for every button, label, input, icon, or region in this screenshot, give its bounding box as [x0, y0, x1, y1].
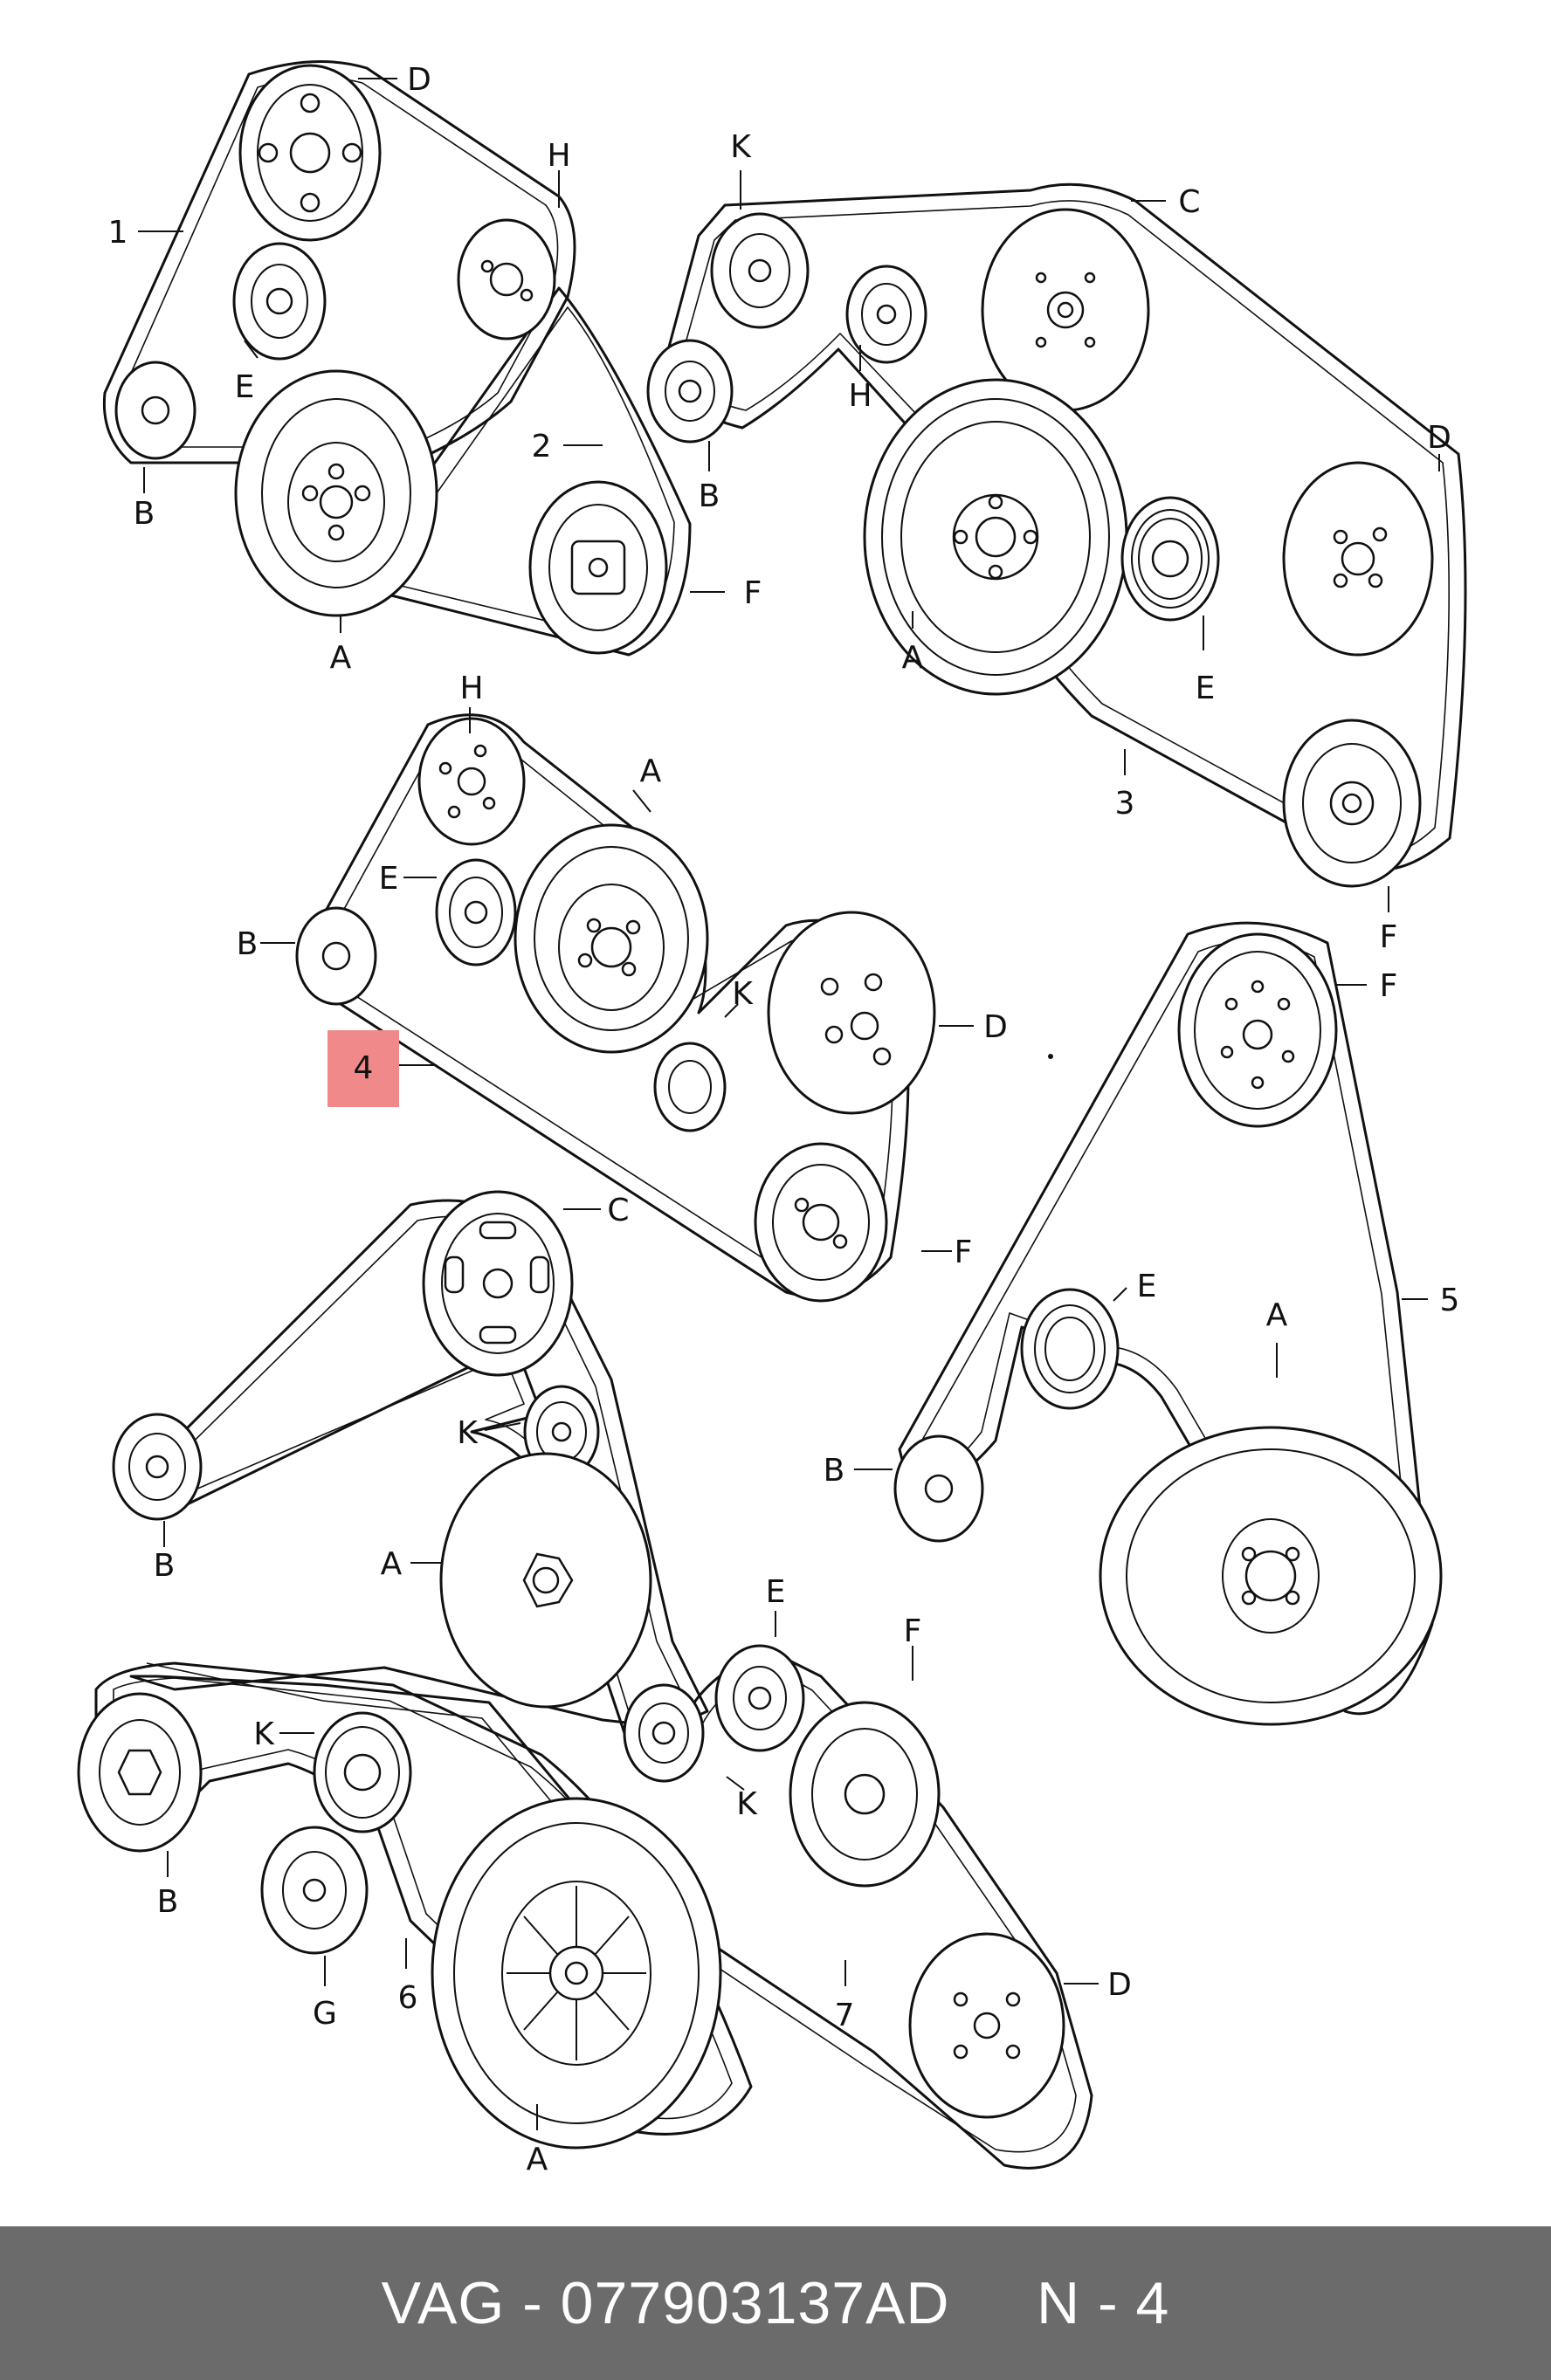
label-b: B: [237, 926, 258, 962]
pulley-f: [1282, 719, 1422, 888]
label-a: A: [902, 640, 924, 676]
label-belt-6: 6: [398, 1980, 418, 2016]
pulley-b: [112, 1413, 203, 1521]
label-b: B: [157, 1884, 179, 1920]
label-c: C: [1178, 184, 1200, 220]
label-f: F: [1380, 919, 1398, 955]
pulley-d: [1282, 461, 1434, 657]
label-a: A: [527, 2142, 548, 2177]
label-a: A: [640, 753, 662, 789]
label-k: K: [736, 1786, 758, 1822]
pulley-k: [710, 212, 810, 329]
pulley-f: [754, 1142, 888, 1303]
highlight-badge: [327, 1030, 399, 1107]
label-k: K: [732, 976, 754, 1012]
label-f: F: [744, 575, 762, 611]
label-belt-7: 7: [835, 1998, 855, 2033]
pulley-f: [1177, 932, 1338, 1128]
pulley-e: [1020, 1288, 1120, 1410]
label-e: E: [1137, 1269, 1157, 1304]
footer-bar: VAG - 077903137AD N - 4: [0, 2226, 1551, 2380]
pulley-d: [238, 64, 382, 242]
pulley-c: [981, 208, 1150, 412]
belt-upper-outline: [129, 1199, 709, 1748]
pulley-e: [435, 858, 517, 966]
belt-1-outline: [102, 59, 576, 464]
label-a: A: [1266, 1297, 1288, 1333]
pulley-f: [789, 1701, 941, 1888]
separator: -: [505, 2270, 561, 2336]
belt-2-outline: [365, 286, 692, 657]
label-k: K: [730, 129, 752, 165]
label-f: F: [1380, 968, 1398, 1004]
position-label: N - 4: [1036, 2270, 1170, 2336]
pulley-e: [232, 242, 327, 361]
belt-3-inner: [679, 200, 1450, 855]
stray-dot: [1048, 1054, 1053, 1059]
label-b: B: [134, 496, 155, 532]
label-k: K: [457, 1415, 479, 1451]
label-d: D: [407, 62, 431, 98]
pulley-a: [234, 369, 438, 617]
label-b: B: [824, 1453, 845, 1489]
pulley-k: [653, 1042, 727, 1132]
footer-text: VAG - 077903137AD N - 4: [382, 2269, 1170, 2337]
label-e: E: [235, 369, 255, 405]
pulley-k: [623, 1683, 705, 1783]
pulley-h: [417, 717, 526, 846]
pulley-b: [114, 361, 196, 460]
label-e: E: [1196, 671, 1216, 706]
brand: VAG: [381, 2270, 506, 2336]
label-e: E: [379, 861, 399, 897]
label-c: C: [607, 1193, 629, 1228]
label-e: E: [766, 1574, 786, 1610]
label-d: D: [983, 1009, 1008, 1045]
label-belt-1: 1: [108, 215, 128, 251]
pulley-d: [908, 1932, 1065, 2119]
label-b: B: [699, 478, 720, 514]
label-d: D: [1107, 1967, 1132, 2003]
label-belt-5: 5: [1440, 1283, 1460, 1318]
pulley-g: [260, 1826, 369, 1955]
pulley-d: [767, 911, 936, 1115]
label-f: F: [904, 1613, 922, 1649]
pulley-a: [431, 1797, 722, 2150]
pulley-a: [1099, 1426, 1443, 1726]
label-h: H: [547, 138, 570, 174]
label-h: H: [848, 378, 872, 414]
label-g: G: [313, 1996, 337, 2032]
layout-6-7: C K B A E F K K B G 6 7 D A: [77, 1190, 1132, 2177]
pulley-a: [514, 823, 709, 1054]
belt-routing-diagram: 1 D H E B 2 F A: [77, 59, 1467, 2177]
label-d: D: [1427, 420, 1451, 456]
layout-1: 1 D H E B 2 F A: [102, 59, 762, 676]
label-a: A: [381, 1546, 403, 1582]
pulley-b: [77, 1692, 203, 1853]
label-b: B: [154, 1548, 176, 1584]
pulley-h: [845, 265, 927, 364]
layout-5: F E 5 A B: [824, 921, 1460, 1726]
pulley-f: [528, 480, 668, 655]
pulley-c: [422, 1190, 574, 1377]
layout-4: H A E B K D F 4: [237, 671, 1053, 1303]
pulley-a: [439, 1452, 652, 1709]
label-a: A: [330, 640, 352, 676]
pulley-b: [295, 906, 377, 1006]
label-belt-3: 3: [1115, 786, 1135, 822]
pulley-b: [646, 339, 734, 444]
pulley-a: [863, 378, 1128, 696]
pulley-e: [1120, 496, 1220, 622]
part-number: 077903137AD: [560, 2270, 950, 2336]
pulley-e: [714, 1644, 805, 1752]
label-k: K: [253, 1716, 275, 1752]
layout-3: K C B H D A E 3 F: [646, 129, 1467, 955]
pulley-h: [457, 218, 556, 340]
pulley-b: [893, 1434, 984, 1543]
label-f: F: [955, 1235, 973, 1270]
label-belt-4: 4: [354, 1050, 374, 1086]
pulley-k: [313, 1711, 412, 1833]
label-h: H: [459, 671, 483, 706]
label-belt-2: 2: [532, 429, 552, 464]
